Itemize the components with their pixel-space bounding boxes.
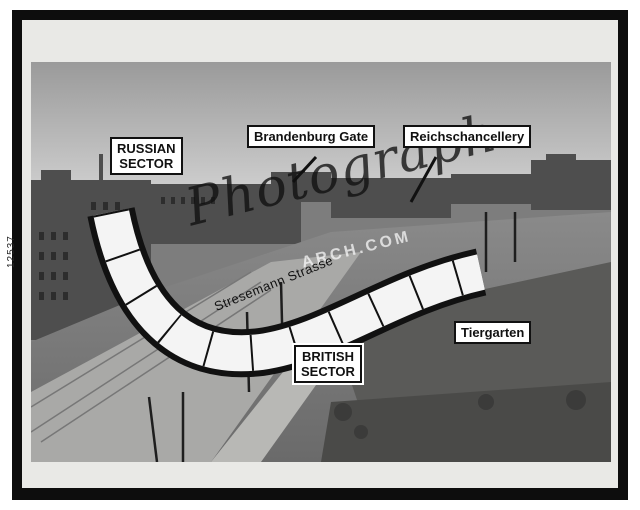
reichschancellery-label: Reichschancellery (403, 125, 532, 148)
building-windows (39, 197, 215, 300)
archive-code: 12537 (6, 235, 17, 268)
british-sector-label: BRITISH SECTOR (294, 345, 362, 383)
label-pointers (291, 155, 438, 203)
brandenburg-gate-label: Brandenburg Gate (247, 125, 376, 148)
shrubs (334, 390, 586, 439)
russian-sector-label: RUSSIAN SECTOR (110, 137, 183, 175)
tiergarten-label: Tiergarten (454, 321, 532, 344)
film-strip-overlay (87, 207, 487, 378)
garden-plots (321, 382, 611, 462)
tram-tracks (31, 271, 272, 443)
